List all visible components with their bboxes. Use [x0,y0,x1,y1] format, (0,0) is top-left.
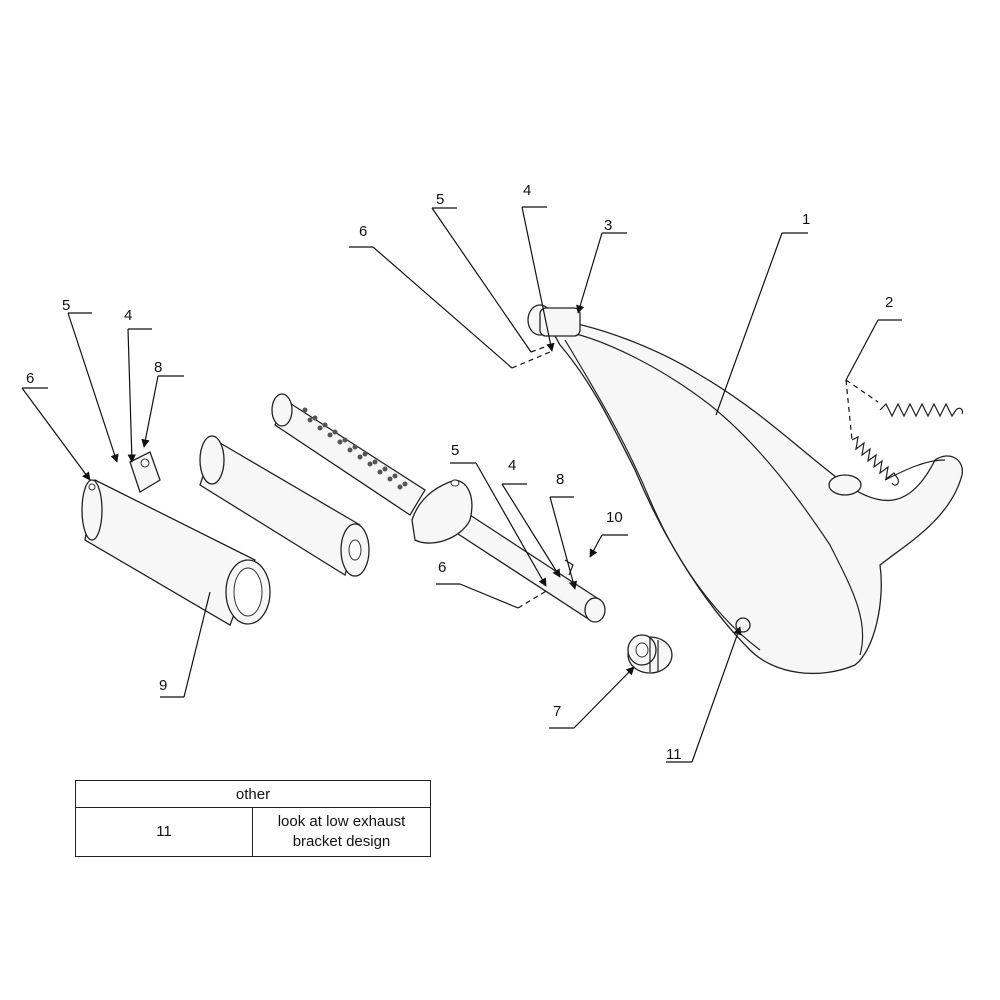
callout-4-mid: 4 [508,457,516,474]
rubber-grommet [627,634,673,674]
legend-row-description: look at low exhaust bracket design [252,807,431,857]
callout-8-left: 8 [154,359,162,376]
silencer-bracket [129,451,161,493]
perforated-core [271,393,426,516]
tailpipe [411,479,606,623]
callout-5-mid: 5 [451,442,459,459]
callout-9: 9 [159,677,167,694]
callout-1: 1 [802,211,810,228]
callout-6-left: 6 [26,370,34,387]
legend-row-number: 11 [75,807,253,857]
callout-3: 3 [604,217,612,234]
callout-labels: 1 2 3 4 5 6 4 5 8 6 5 4 8 10 6 7 9 11 [26,182,893,763]
callout-5-left: 5 [62,297,70,314]
tailpipe-flange [411,479,473,544]
callout-4-top: 4 [523,182,531,199]
callout-7: 7 [553,703,561,720]
legend-row: 11 look at low exhaust bracket design [75,807,431,857]
callout-8-mid: 8 [556,471,564,488]
callout-10: 10 [606,509,623,526]
leader-lines [21,206,902,763]
low-bracket [735,617,751,633]
legend-header: other [75,780,431,808]
parts-legend-table: other 11 look at low exhaust bracket des… [75,780,431,857]
callout-4-left: 4 [124,307,132,324]
expansion-chamber [527,304,963,675]
legend-row-text-line1: look at low exhaust [277,813,406,830]
callout-2: 2 [885,294,893,311]
callout-5-top: 5 [436,191,444,208]
callout-6-mid: 6 [438,559,446,576]
callout-11: 11 [666,746,682,763]
exhaust-springs [851,402,964,486]
legend-row-text-line2: bracket design [292,833,391,850]
silencer-packing [199,435,370,577]
callout-6-top: 6 [359,223,367,240]
silencer-body [81,451,271,626]
spring-hook-stub [828,474,862,496]
